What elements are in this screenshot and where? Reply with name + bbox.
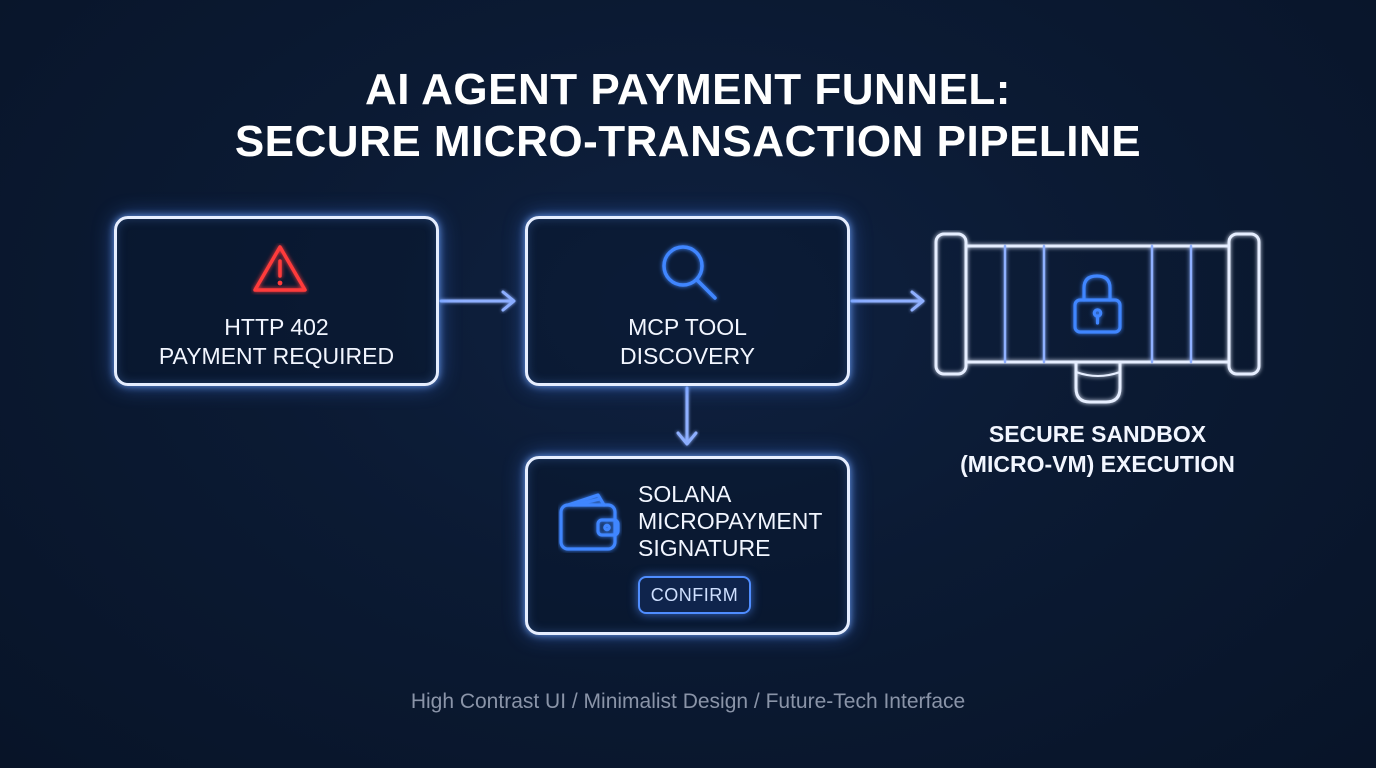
lock-icon <box>1073 274 1122 334</box>
sandbox-container-graphic <box>934 232 1261 404</box>
node-solana-micropayment: SOLANA MICROPAYMENT SIGNATURE CONFIRM <box>525 456 850 635</box>
node-http-402-text: PAYMENT REQUIRED <box>158 343 395 369</box>
arrow-mcp-to-solana <box>676 386 698 446</box>
diagram-title-line-2: SECURE MICRO-TRANSACTION PIPELINE <box>234 117 1142 166</box>
confirm-button[interactable]: CONFIRM <box>638 576 751 614</box>
node-solana-line-2: MICROPAYMENT <box>638 508 823 534</box>
node-http-402: HTTP 402 PAYMENT REQUIRED <box>114 216 439 386</box>
arrow-402-to-mcp <box>439 290 516 312</box>
node-mcp-line-1: MCP TOOL <box>628 314 747 340</box>
wallet-icon <box>559 493 620 551</box>
node-sandbox-line-1: SECURE SANDBOX <box>988 421 1207 447</box>
node-solana-line-1: SOLANA <box>638 481 732 507</box>
node-mcp-line-2: DISCOVERY <box>619 343 756 369</box>
search-icon <box>662 245 717 300</box>
node-mcp-tool-discovery: MCP TOOL DISCOVERY <box>525 216 850 386</box>
footer-caption: High Contrast UI / Minimalist Design / F… <box>410 690 966 713</box>
diagram-title-line-1: AI AGENT PAYMENT FUNNEL: <box>365 65 1011 114</box>
arrow-mcp-to-sandbox <box>850 290 925 312</box>
node-http-402-code: HTTP 402 <box>224 314 329 340</box>
node-solana-line-3: SIGNATURE <box>638 535 771 561</box>
node-sandbox-line-2: (MICRO-VM) EXECUTION <box>960 451 1235 477</box>
warning-icon <box>253 245 307 292</box>
